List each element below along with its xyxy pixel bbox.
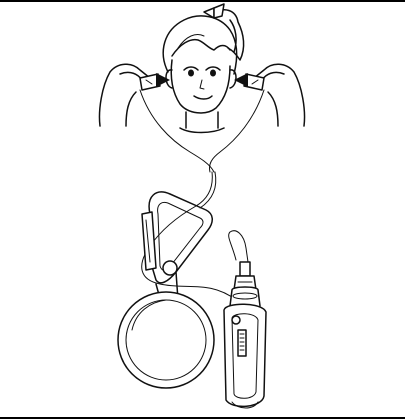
earphone-left [99, 64, 170, 126]
earphone-right [234, 64, 305, 126]
round-case [118, 272, 214, 388]
person [163, 4, 243, 133]
carabiner-clip [142, 192, 212, 283]
audio-player [224, 262, 266, 408]
